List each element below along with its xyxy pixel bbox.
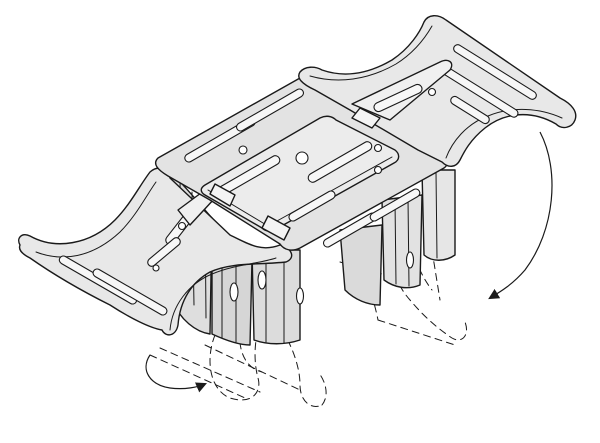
fold-arrow-right [488, 131, 553, 300]
fold-arrow-front [145, 354, 207, 393]
right-wing-plate [298, 15, 577, 167]
rear-legs-hidden [149, 209, 467, 407]
